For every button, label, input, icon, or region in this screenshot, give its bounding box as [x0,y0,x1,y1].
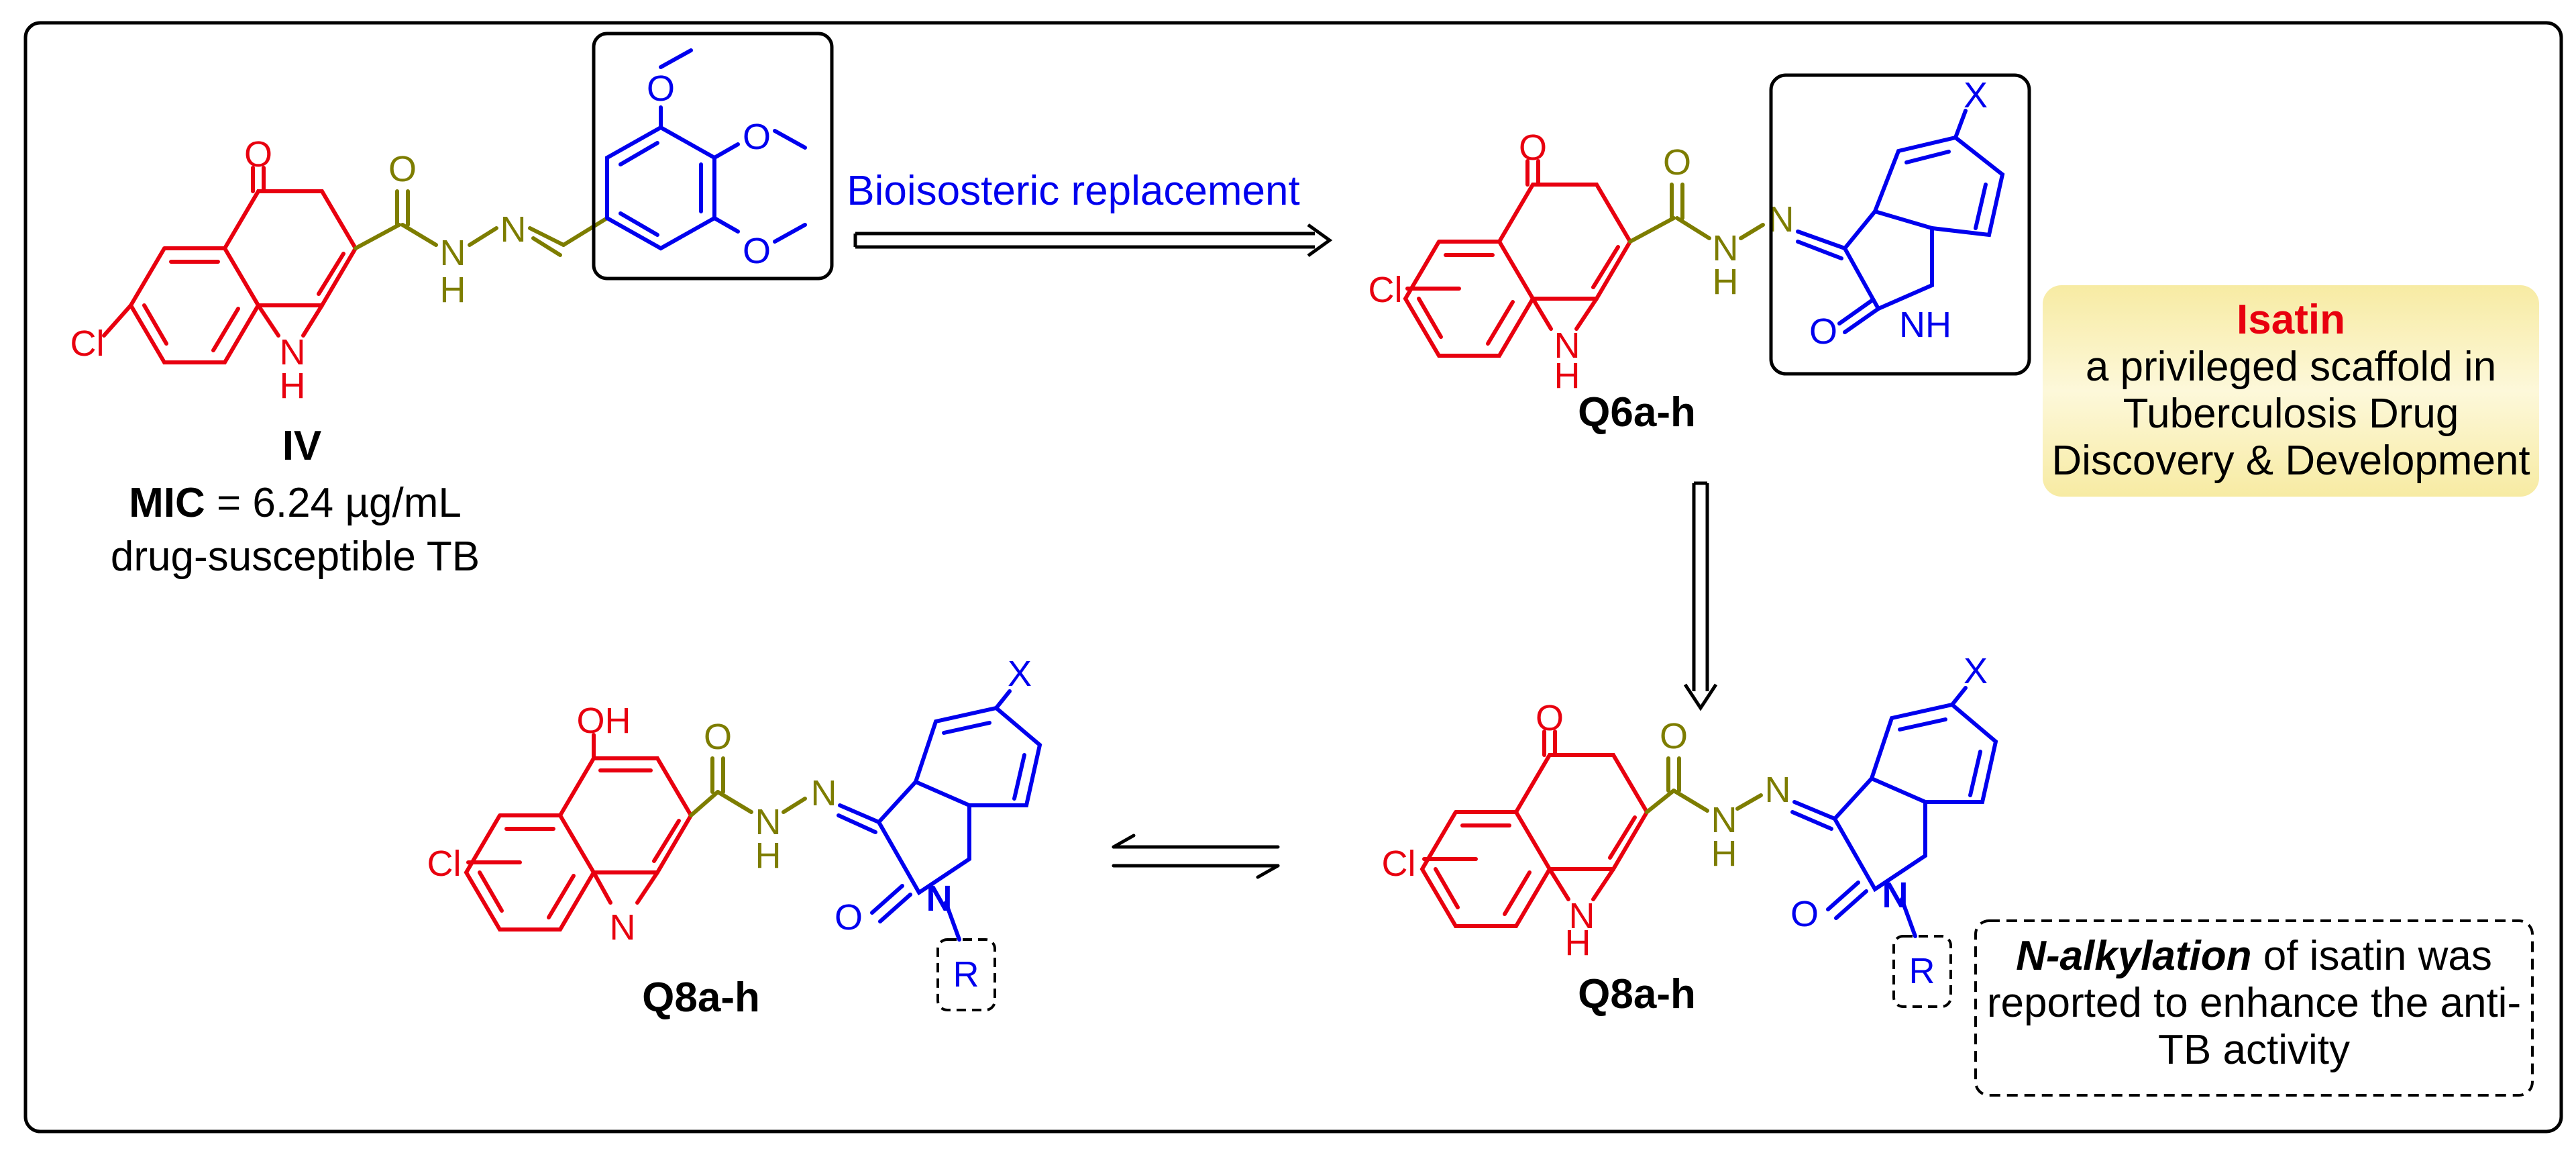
equilibrium-arrows [1112,834,1280,879]
q6-lactam-nh: NH [1899,305,1951,345]
iv-ring-n: N [280,332,306,372]
q6-chlorine: Cl [1368,270,1403,310]
q6-isatin-highlight-box [1769,73,2031,376]
iv-methoxy-o2: O [743,117,771,157]
q8r-ketone-o: O [1536,698,1564,738]
isatin-note-box [2043,285,2539,497]
iv-ring-h: H [280,366,306,406]
isatin-note: Isatin a privileged scaffold in Tubercul… [2043,285,2539,497]
alkylation-note-box [1974,919,2534,1097]
q8l-amide-n: N [755,802,782,842]
q8l-ring-n: N [610,907,636,948]
compound-iv-label: IV [282,423,322,469]
isatin-note-line2: Tuberculosis Drug [2123,391,2459,437]
alkylation-note-line3: TB activity [2158,1027,2350,1073]
iv-ketone-o: O [244,134,272,174]
iv-methoxy-o3: O [743,231,771,271]
compound-iv-structure: O N H Cl O N H N [70,32,834,406]
q8l-imine-n: N [811,773,837,813]
q8r-amide-o: O [1660,716,1688,756]
q8r-imine-n: N [1765,770,1791,810]
q6-amide-n: N [1713,228,1739,268]
isatin-note-line1: a privileged scaffold in [2086,344,2496,390]
alkylation-note-line2: reported to enhance the anti- [1987,980,2521,1026]
bioisosteric-arrow-label: Bioisosteric replacement [847,168,1299,214]
outer-frame [23,21,2563,1134]
q8r-chlorine: Cl [1382,844,1416,884]
iv-amide-o: O [388,149,417,189]
q8l-amide-o: O [704,717,732,757]
down-arrow [1683,481,1718,711]
alkylation-note: N-alkylation of isatin was reported to e… [1974,919,2534,1097]
q6-ketone-o: O [1519,128,1547,168]
isatin-note-line3: Discovery & Development [2051,438,2530,484]
q8r-lactam-n: N [1882,875,1909,915]
q8l-lactam-o: O [835,897,863,938]
q6-amide-h: H [1713,262,1739,302]
q8l-lactam-n: N [926,878,953,919]
q8l-r-group-box [936,938,996,1011]
iv-chlorine: Cl [70,323,105,364]
iv-imine-n: N [500,209,527,250]
iv-amide-n: N [440,233,466,273]
q8r-amide-h: H [1711,834,1737,874]
alkylation-note-line1-rest: of isatin was [2252,933,2492,979]
bioisosteric-arrow [853,223,1333,258]
q8l-amide-h: H [755,836,782,876]
q6-ring-h: H [1554,356,1580,396]
q6-lactam-o: O [1809,311,1837,352]
compound-q8-right-label: Q8a-h [1578,971,1696,1017]
q8r-r-group: R [1909,951,1935,991]
iv-highlight-box [592,32,834,281]
mic-value: = 6.24 µg/mL [205,480,462,526]
q8r-r-group-box [1892,935,1952,1008]
iv-amide-h: H [440,270,466,310]
q8l-hydroxyl: OH [577,701,631,741]
q8r-lactam-o: O [1790,894,1819,934]
q8l-chlorine: Cl [427,844,462,884]
compound-q6-structure: O N H Cl O N H N X O NH [1368,73,2031,396]
compound-q6-label: Q6a-h [1578,389,1696,436]
compound-q8-left-structure: OH N Cl O N H N X O N R [427,654,1042,1011]
q8l-r-group: R [953,954,979,995]
compound-iv-mic: MIC = 6.24 µg/mL [129,480,462,526]
isatin-note-title: Isatin [2237,297,2345,343]
q6-substituent-x: X [1964,75,1988,115]
q8l-substituent-x: X [1008,654,1032,694]
q8r-ring-h: H [1565,923,1591,963]
q8r-ring-n: N [1569,896,1595,936]
q6-ring-n: N [1554,325,1580,366]
mic-label: MIC [129,480,205,526]
compound-iv-description: drug-susceptible TB [111,534,480,580]
q6-amide-o: O [1663,142,1691,183]
compound-q8-right-structure: O N H Cl O N H N X O N R [1382,651,1998,1008]
q8r-amide-n: N [1711,800,1737,840]
compound-q8-left-label: Q8a-h [642,974,760,1021]
q8r-substituent-x: X [1964,651,1988,691]
alkylation-note-title: N-alkylation [2016,933,2251,979]
iv-methoxy-o1: O [647,68,675,109]
alkylation-note-line1: N-alkylation of isatin was [2016,933,2492,979]
